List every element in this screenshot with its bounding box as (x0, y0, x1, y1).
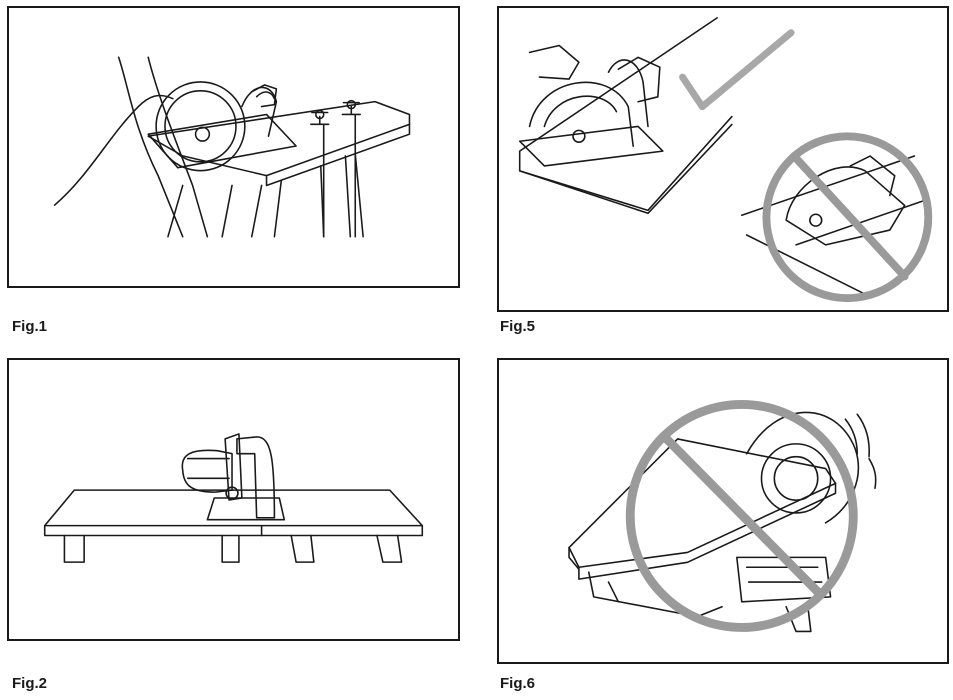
motion-lines (844, 413, 877, 490)
operator-outline (117, 56, 233, 238)
hand-front (528, 44, 580, 80)
saw-blade-guard (155, 81, 246, 172)
figure-1-caption: Fig.1 (12, 318, 48, 335)
figure-6-caption: Fig.6 (500, 675, 536, 692)
power-cord (53, 94, 174, 206)
sagging-board (568, 438, 837, 569)
figure-6-panel (497, 358, 949, 664)
figure-2-illustration (43, 433, 424, 563)
clamp-left (310, 111, 330, 238)
check-icon (679, 29, 795, 111)
bench-legs (250, 153, 364, 238)
figure-1-illustration (53, 56, 411, 238)
saw-handle (241, 86, 278, 137)
saw-base (518, 125, 664, 167)
saw-handle (607, 59, 649, 128)
figure-2-panel (7, 358, 460, 641)
figure-5-panel (497, 6, 949, 312)
saw-base-plate (147, 113, 297, 169)
prohibited-icon (625, 399, 858, 632)
figure-2-caption: Fig.2 (12, 675, 48, 692)
figure-6-illustration (568, 399, 877, 633)
figure-1-panel (7, 6, 460, 288)
hand-rear (617, 56, 661, 103)
workbench-board (147, 100, 411, 177)
support-board (43, 489, 424, 527)
figure-5-caption: Fig.5 (500, 318, 536, 335)
support-block-2 (221, 534, 240, 563)
saw-motor (736, 556, 832, 603)
figure-5-illustration (518, 17, 933, 303)
prohibited-icon (762, 132, 933, 303)
saw-motor (181, 449, 233, 493)
saw-guard (528, 81, 634, 147)
saw-base (206, 497, 286, 521)
operator-hand (250, 84, 278, 108)
saw-handle (224, 433, 243, 501)
support-block-3 (290, 534, 315, 563)
clamp-right (341, 101, 361, 238)
support-block-4 (376, 534, 403, 563)
wrong-example-saw (785, 166, 906, 246)
saw-guard (236, 436, 276, 519)
support-block-1 (63, 534, 85, 563)
